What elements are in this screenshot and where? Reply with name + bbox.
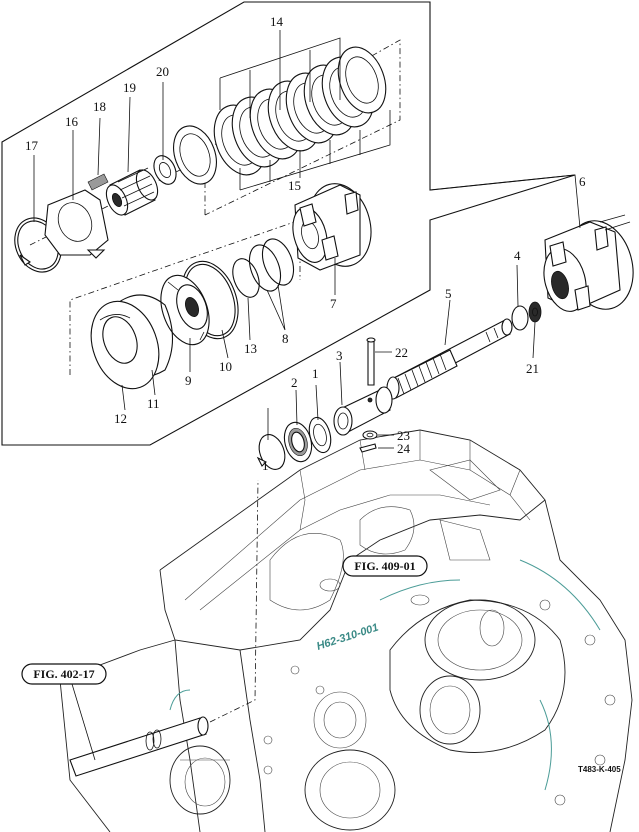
label-10: 10 [219, 359, 232, 374]
label-20: 20 [156, 64, 169, 79]
figure-reference-402: FIG. 402-17 [21, 663, 107, 685]
part-21-needle-bearing [528, 301, 542, 323]
label-1: 1 [262, 458, 269, 473]
label-2: 2 [291, 375, 298, 390]
label-24: 24 [397, 441, 411, 456]
label-4: 4 [514, 248, 521, 263]
part-4-snap-ring [511, 305, 529, 331]
label-6: 6 [579, 174, 586, 189]
leader-15 [239, 110, 391, 191]
casting-mark: H62-310-001 [315, 622, 380, 653]
label-23: 23 [397, 428, 410, 443]
label-16: 16 [65, 114, 79, 129]
label-17: 17 [25, 138, 39, 153]
label-14: 14 [270, 14, 284, 29]
label-9: 9 [185, 373, 192, 388]
part-16-plate [44, 189, 109, 259]
transmission-housing [59, 429, 633, 832]
figure-reference-409: FIG. 409-01 [342, 555, 428, 577]
part-6-clutch-assembly [543, 214, 634, 312]
callout-labels: 1 1 2 3 4 5 6 7 8 9 10 11 12 13 14 15 16… [25, 14, 586, 473]
part-5-main-shaft [386, 318, 513, 400]
label-21: 21 [526, 361, 539, 376]
label-11: 11 [147, 396, 160, 411]
part-13-ring [232, 258, 260, 298]
label-12: 12 [114, 411, 127, 426]
centerline-lower [209, 479, 259, 723]
label-13: 13 [244, 341, 257, 356]
drawing-code: T483-K-405 [578, 765, 621, 774]
label-18: 18 [93, 99, 106, 114]
part-9-piston [160, 274, 210, 346]
part-20-bearing [153, 155, 177, 185]
part-22-pin [366, 337, 376, 386]
part-23-washer [362, 430, 378, 440]
part-8-o-rings [248, 238, 295, 292]
assembly-guide-bottom [69, 219, 301, 375]
label-3: 3 [336, 348, 343, 363]
label-7: 7 [330, 296, 337, 311]
label-19: 19 [123, 80, 136, 95]
part-15-plate-large [173, 125, 217, 185]
drive-shaft-lower [69, 716, 209, 777]
part-12-cover [90, 300, 160, 390]
leader-14 [219, 30, 341, 118]
label-8: 8 [282, 331, 289, 346]
part-1-snap-ring [256, 434, 286, 470]
part-2-bearing [283, 421, 313, 463]
label-1: 1 [312, 366, 319, 381]
leader-lines [33, 82, 536, 440]
part-7-clutch-drum [292, 183, 372, 271]
fig-409-text: FIG. 409-01 [354, 559, 415, 573]
label-15: 15 [288, 178, 301, 193]
leader-6 [429, 174, 581, 229]
label-22: 22 [395, 345, 408, 360]
part-14-clutch-disc-pack [213, 46, 387, 176]
inset-frame [1, 1, 576, 446]
part-24-cotter-pin [359, 443, 377, 453]
leader-fig402 [71, 683, 96, 761]
label-5: 5 [445, 286, 452, 301]
part-1-ring-upper [308, 416, 332, 454]
part-19-splined-hub [105, 167, 159, 216]
fig-402-text: FIG. 402-17 [33, 667, 94, 681]
part-3-sleeve [333, 386, 393, 436]
part-18-pin [87, 173, 109, 191]
